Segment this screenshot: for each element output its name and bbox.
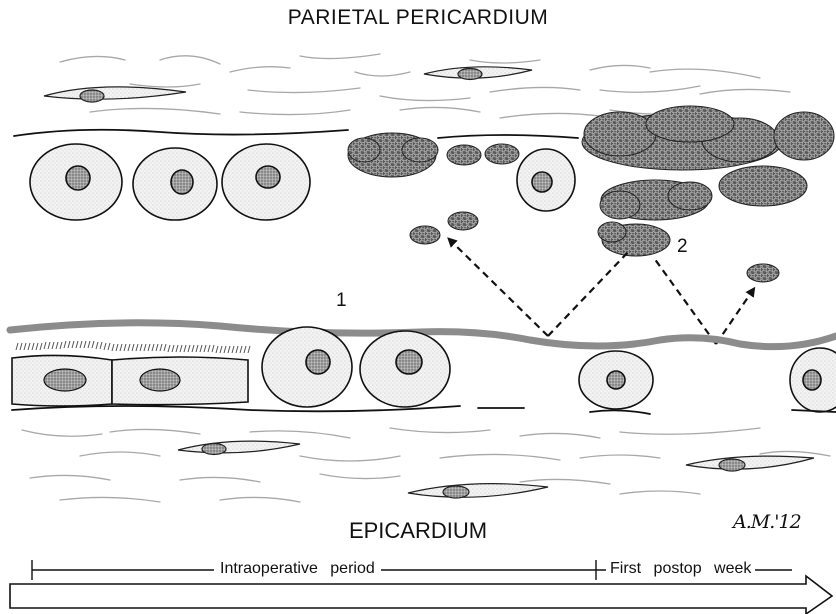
marker-2-label: 2 — [677, 236, 688, 258]
epicardial-rounded-cell — [790, 348, 836, 412]
epicardial-fibroblast — [686, 456, 814, 471]
epicardial-rounded-cell — [579, 351, 653, 409]
epicardial-fibroblast — [178, 441, 300, 454]
parietal-basement-line — [14, 130, 578, 138]
first-postop-week-label: First postop week — [606, 560, 755, 578]
parietal-fibroblast — [44, 87, 186, 102]
parietal-mesothelial-cell — [30, 144, 122, 220]
epicardial-basement-line — [12, 406, 836, 414]
epicardial-nucleus — [140, 369, 180, 391]
fibrin-aggregate — [719, 166, 807, 206]
epicardium-title: EPICARDIUM — [0, 518, 836, 544]
fibrin-aggregate — [600, 180, 712, 220]
epicardial-rounded-cell — [360, 331, 450, 407]
epicardial-nucleus — [44, 369, 86, 391]
fibrin-aggregate — [598, 222, 670, 256]
fibrin-clump — [448, 212, 478, 230]
parietal-fibroblast — [424, 67, 532, 80]
parietal-pericardium-title: PARIETAL PERICARDIUM — [0, 6, 836, 30]
fibrin-aggregate — [447, 144, 519, 165]
parietal-mesothelial-cell — [222, 144, 310, 220]
intraoperative-period-label: Intraoperative period — [214, 560, 381, 578]
migration-arrow — [548, 250, 630, 336]
epicardial-fibroblast — [408, 484, 548, 498]
microvilli — [16, 341, 250, 353]
epicardial-rounded-cell — [262, 327, 352, 407]
migration-arrow — [654, 258, 716, 344]
fibrin-clump — [747, 264, 779, 282]
fibrin-aggregate — [582, 106, 782, 170]
migration-arrow — [716, 290, 753, 344]
parietal-mesothelial-cell — [133, 148, 217, 220]
migration-arrow — [450, 240, 548, 336]
fibrin-clump — [410, 226, 440, 244]
fibrin-aggregate — [348, 133, 438, 177]
marker-1-label: 1 — [336, 290, 347, 312]
fibrin-aggregate — [774, 112, 834, 160]
parietal-mesothelial-cell — [517, 149, 575, 211]
time-arrow — [10, 576, 832, 614]
